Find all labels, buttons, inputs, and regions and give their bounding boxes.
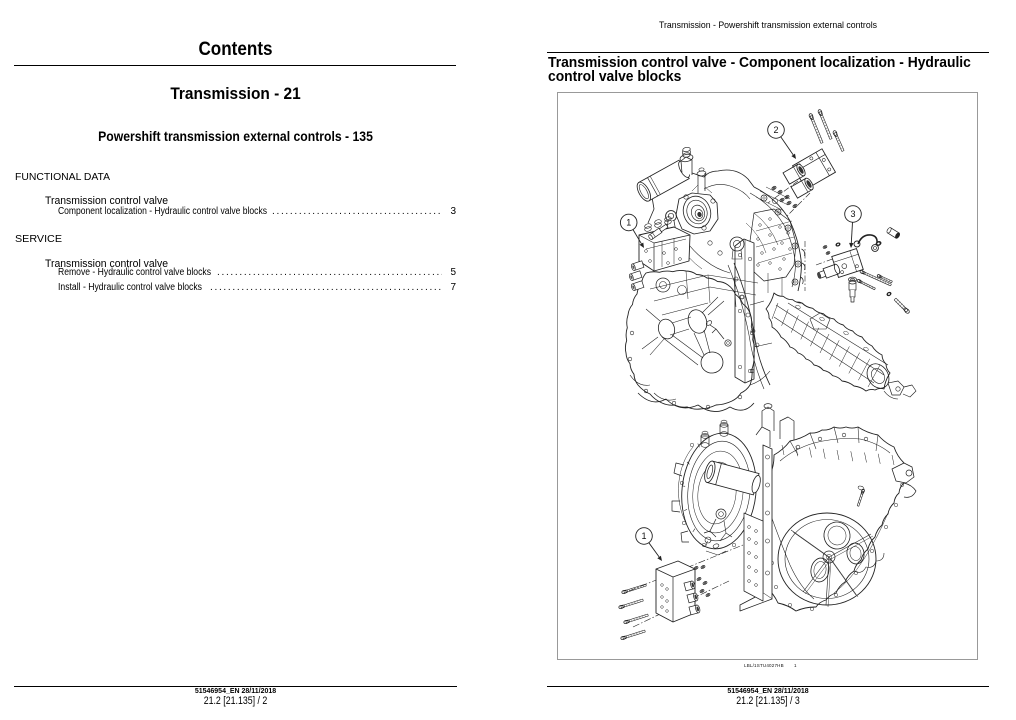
svg-text:3: 3 bbox=[850, 209, 855, 219]
svg-text:1: 1 bbox=[641, 531, 646, 541]
svg-text:1: 1 bbox=[626, 218, 631, 228]
svg-text:2: 2 bbox=[773, 125, 778, 135]
